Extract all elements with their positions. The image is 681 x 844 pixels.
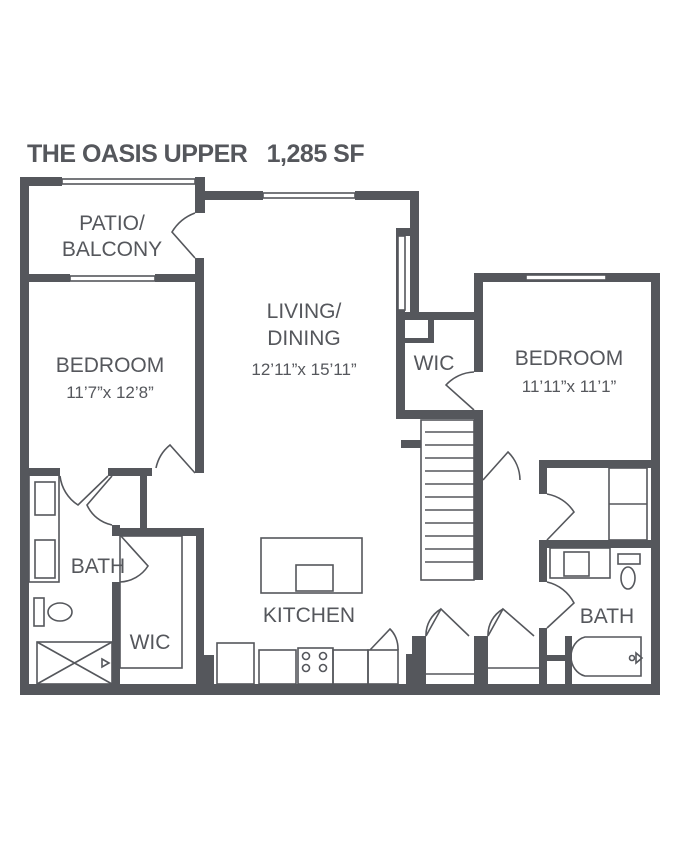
living-label-line1: LIVING/ — [267, 300, 342, 323]
walls — [20, 177, 660, 695]
kitchen-label: KITCHEN — [263, 604, 355, 627]
bedroom-left-label: BEDROOM — [56, 354, 165, 377]
patio-label-line1: PATIO/ — [79, 212, 145, 235]
bedroom-right-label: BEDROOM — [515, 347, 624, 370]
fixtures — [28, 178, 648, 685]
bedroom-left-dims: 11’7”x 12’8” — [66, 383, 154, 402]
patio-label-line2: BALCONY — [62, 238, 162, 261]
living-dims: 12’11”x 15’11” — [251, 360, 357, 379]
room-labels: PATIO/ BALCONY BEDROOM 11’7”x 12’8” LIVI… — [56, 212, 634, 654]
floor-plan-title: THE OASIS UPPER 1,285 SF — [27, 140, 365, 168]
bath-right-label: BATH — [580, 605, 634, 628]
wic-lower-label: WIC — [130, 631, 171, 654]
bedroom-right-dims: 11’11”x 11’1” — [522, 377, 617, 396]
living-label-line2: DINING — [267, 327, 341, 350]
wic-upper-label: WIC — [414, 352, 455, 375]
bath-left-label: BATH — [71, 555, 125, 578]
